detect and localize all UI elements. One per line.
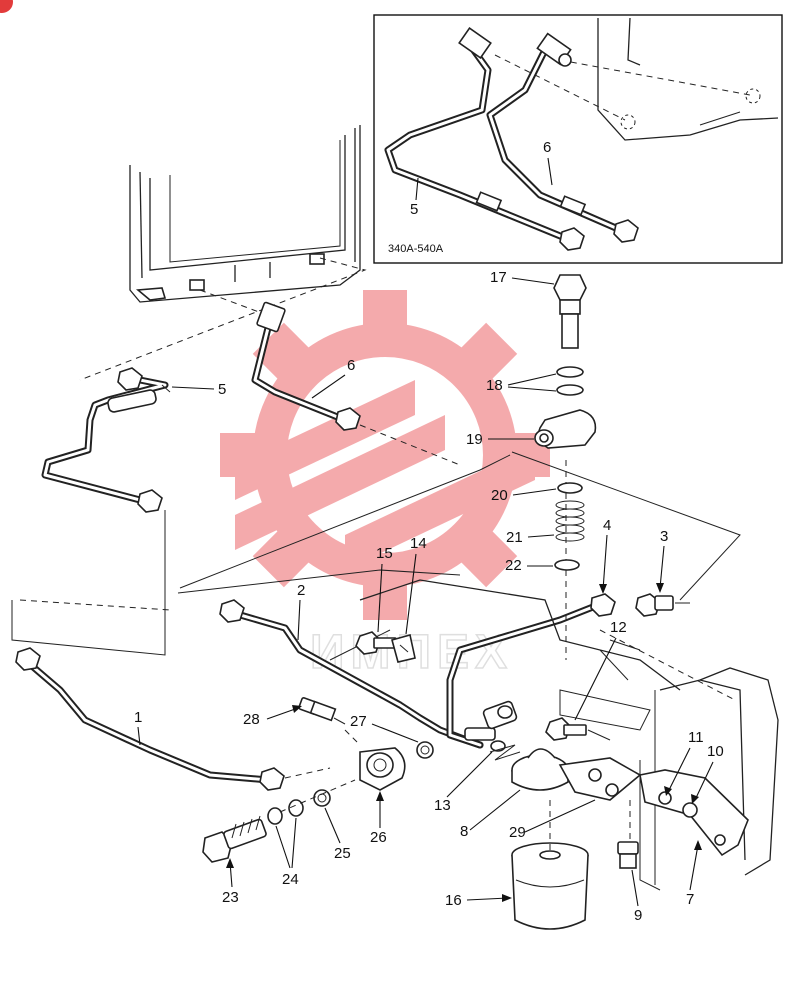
inset-callout-5: 5 — [410, 201, 418, 218]
callout-26: 26 — [370, 829, 387, 846]
pipe-6: 6 — [251, 301, 461, 466]
sensor-28: 28 — [243, 697, 346, 728]
callout-21: 21 — [506, 529, 523, 546]
bolt-23-washers: 23 24 25 — [202, 779, 356, 906]
callout-7: 7 — [686, 891, 694, 908]
callout-29: 29 — [509, 824, 526, 841]
callout-5: 5 — [218, 381, 226, 398]
corner-badge — [0, 0, 13, 13]
callout-18: 18 — [486, 377, 503, 394]
callout-12: 12 — [610, 619, 627, 636]
callout-11: 11 — [688, 729, 704, 746]
callout-25: 25 — [334, 845, 351, 862]
filter-head: 8 29 7 — [460, 748, 749, 908]
clip-14-15: 15 14 — [355, 535, 427, 663]
callout-1: 1 — [134, 709, 142, 726]
callout-17: 17 — [490, 269, 507, 286]
callout-23: 23 — [222, 889, 239, 906]
callout-22: 22 — [505, 557, 522, 574]
callout-3: 3 — [660, 528, 668, 545]
callout-14: 14 — [410, 535, 427, 552]
inset-detail: 5 6 340A-540A — [373, 14, 783, 264]
callout-13: 13 — [434, 797, 451, 814]
filter-bowl: 16 — [445, 800, 589, 930]
callout-27: 27 — [350, 713, 367, 730]
callout-2: 2 — [297, 582, 305, 599]
callout-15: 15 — [376, 545, 393, 562]
inset-label: 340A-540A — [388, 243, 444, 255]
callout-20: 20 — [491, 487, 508, 504]
callout-28: 28 — [243, 711, 260, 728]
spring-21 — [555, 500, 585, 542]
inset-callout-6: 6 — [543, 139, 551, 156]
bolts-10-11: 11 10 — [664, 729, 724, 804]
bolt-12: 12 — [545, 619, 627, 741]
callout-9: 9 — [634, 907, 642, 924]
callout-24: 24 — [282, 871, 299, 888]
pipe-5: 5 — [41, 367, 226, 513]
callout-16: 16 — [445, 892, 462, 909]
callout-6: 6 — [347, 357, 355, 374]
pipe-2: 2 — [177, 569, 484, 749]
pipe-1: 1 — [11, 510, 331, 791]
callout-4: 4 — [603, 517, 611, 534]
banjo-13: 13 27 — [350, 700, 521, 814]
body-26: 26 — [344, 729, 406, 846]
fuel-tank — [79, 125, 367, 381]
callout-19: 19 — [466, 431, 483, 448]
fitting-3: 3 — [635, 528, 690, 617]
fitting-9: 9 — [617, 800, 642, 924]
callout-10: 10 — [707, 743, 724, 760]
engine-housing — [329, 579, 779, 891]
callout-8: 8 — [460, 823, 468, 840]
inset-frame — [373, 14, 783, 264]
bolt-stack: 17 18 19 20 21 22 — [466, 269, 597, 574]
